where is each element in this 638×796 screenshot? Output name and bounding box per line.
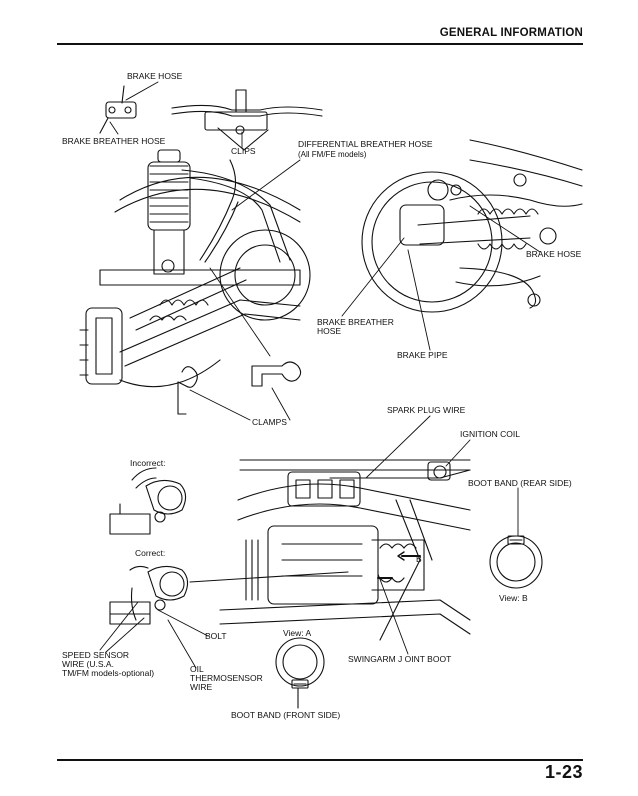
label-ignition-coil: IGNITION COIL [460,429,520,439]
label-letter-b: B [416,554,422,564]
label-spark-plug-wire: SPARK PLUG WIRE [387,405,466,415]
label-brake-breather-hose-mid-2: HOSE [317,326,342,336]
label-brake-hose-top: BRAKE HOSE [127,71,183,81]
page-header-title: GENERAL INFORMATION [439,27,583,39]
leader-lines-bottom-center [365,415,519,655]
label-oil-thermo-2: THERMOSENSOR [190,673,263,683]
rear-brake-drawing [361,139,583,313]
label-diff-breather-hose: DIFFERENTIAL BREATHER HOSE [298,139,433,149]
label-brake-pipe: BRAKE PIPE [397,350,448,360]
leader-lines-bottom-left [99,601,209,669]
leader-lines-top-left [109,81,301,421]
label-brake-hose-right: BRAKE HOSE [526,249,582,259]
front-suspension-drawing [79,85,323,415]
header-rule [57,43,583,45]
engine-swingarm-drawing [219,459,471,641]
label-speed-sensor-3: TM/FM models-optional) [62,668,155,678]
label-oil-thermo-3: WIRE [190,682,213,692]
label-clamps: CLAMPS [252,417,287,427]
label-brake-breather-hose-top: BRAKE BREATHER HOSE [62,136,166,146]
view-b-boot-band [489,535,543,589]
label-speed-sensor-1: SPEED SENSOR [62,650,130,660]
label-incorrect: Incorrect: [130,458,166,468]
leader-lines-top-right [341,205,541,351]
page-number: 1-23 [544,762,583,782]
label-brake-breather-hose-mid: BRAKE BREATHER [317,317,394,327]
footer-rule [57,759,583,761]
label-clips: CLIPS [231,146,256,156]
label-bolt: BOLT [205,631,227,641]
label-oil-thermo-1: OIL [190,664,204,674]
label-boot-band-rear: BOOT BAND (REAR SIDE) [468,478,572,488]
label-view-a: View: A [283,628,312,638]
label-speed-sensor-2: WIRE (U.S.A. [62,659,114,669]
label-swingarm-boot: SWINGARM J OINT BOOT [348,654,452,664]
speed-sensor-correct-inset [109,565,349,625]
view-a-boot-band [275,637,325,709]
label-boot-band-front: BOOT BAND (FRONT SIDE) [231,710,341,720]
speed-sensor-incorrect-inset [109,467,187,535]
label-diff-breather-models: (All FM/FE models) [298,150,367,159]
label-correct: Correct: [135,548,166,558]
label-view-b: View: B [499,593,528,603]
